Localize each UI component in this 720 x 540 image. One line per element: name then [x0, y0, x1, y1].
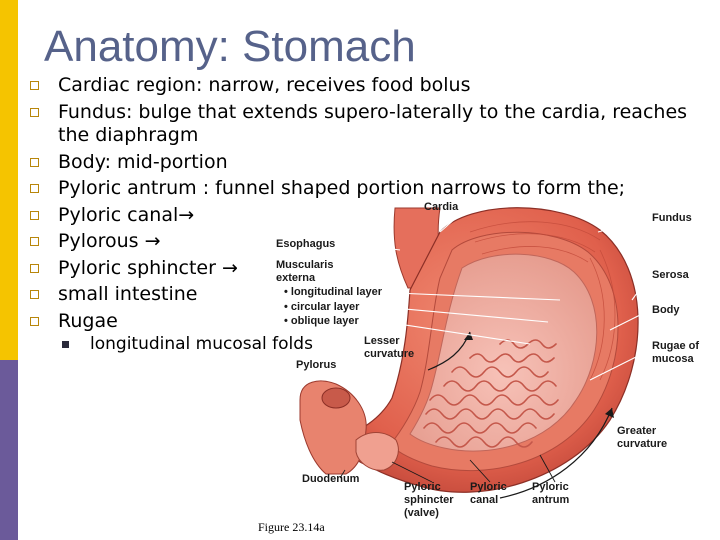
- label-serosa: Serosa: [652, 269, 690, 281]
- label-greater-curvature-1: Greater: [617, 425, 657, 437]
- label-lesser-curvature-1: Lesser: [364, 335, 400, 347]
- bullet-box-icon: [30, 184, 39, 193]
- arrowhead-icon: [464, 332, 473, 340]
- square-bullet-icon: [62, 341, 69, 348]
- label-muscularis: Muscularis: [276, 259, 333, 271]
- label-pointers: [339, 454, 556, 483]
- label-oblique-layer: • oblique layer: [284, 315, 359, 327]
- label-pyloric-canal-2: canal: [470, 494, 498, 506]
- label-longitudinal-layer: • longitudinal layer: [284, 286, 383, 298]
- arrowhead-icon: [605, 408, 614, 418]
- label-pyloric-canal-1: Pyloric: [470, 481, 507, 493]
- bullet-item: Fundus: bulge that extends supero-latera…: [30, 101, 710, 148]
- label-pyloric-sphincter-1: Pyloric: [404, 481, 441, 493]
- accent-bar-yellow: [0, 0, 18, 360]
- pyloric-sphincter-shape: [355, 432, 399, 471]
- bullet-item: Cardiac region: narrow, receives food bo…: [30, 74, 710, 98]
- label-pyloric-sphincter-2: sphincter: [404, 494, 454, 506]
- bullet-box-icon: [30, 81, 39, 90]
- pylorus-opening: [321, 387, 351, 409]
- label-body: Body: [652, 304, 680, 316]
- muscle-fibers: [469, 221, 616, 381]
- label-rugae-2: mucosa: [652, 353, 694, 365]
- label-externa: externa: [276, 272, 316, 284]
- bullet-item: Rugae: [30, 310, 710, 334]
- bullet-item: Pyloric antrum : funnel shaped portion n…: [30, 177, 710, 201]
- label-pyloric-sphincter-3: (valve): [404, 507, 439, 519]
- duodenum-shape: [299, 380, 367, 475]
- label-greater-curvature-2: curvature: [617, 438, 667, 450]
- bullet-item: Pyloric sphincter →: [30, 257, 710, 281]
- bullet-box-icon: [30, 290, 39, 299]
- label-pylorus: Pylorus: [296, 359, 336, 371]
- bullet-item: small intestine: [30, 283, 710, 307]
- stomach-figure: Cardia Fundus Esophagus Muscularis exter…: [276, 201, 699, 519]
- label-rugae-1: Rugae of: [652, 340, 699, 352]
- leader-lines: [342, 211, 651, 401]
- label-pyloric-antrum-2: antrum: [532, 494, 570, 506]
- label-fundus: Fundus: [652, 212, 692, 224]
- stomach-mucosa: [409, 253, 598, 452]
- label-pyloric-antrum-1: Pyloric: [532, 481, 569, 493]
- accent-bar-purple: [0, 360, 18, 540]
- bullet-item: Body: mid-portion: [30, 151, 710, 175]
- label-circular-layer: • circular layer: [284, 301, 360, 313]
- greater-curvature-arrow: [499, 407, 613, 499]
- label-lesser-curvature-2: curvature: [364, 348, 414, 360]
- bullet-box-icon: [30, 210, 39, 220]
- rugae-folds: [423, 339, 559, 448]
- label-duodenum: Duodenum: [302, 473, 360, 485]
- label-esophagus: Esophagus: [276, 238, 335, 250]
- bullet-box-icon: [30, 107, 39, 117]
- bullet-box-icon: [30, 263, 39, 273]
- bullet-box-icon: [30, 237, 39, 246]
- bullet-item: Pyloric canal→: [30, 204, 710, 228]
- bullet-box-icon: [30, 157, 39, 167]
- sub-bullet: longitudinal mucosal folds: [62, 334, 320, 355]
- bullet-item: Pylorous →: [30, 230, 710, 254]
- slide-title: Anatomy: Stomach: [44, 22, 416, 71]
- bullet-box-icon: [30, 316, 39, 326]
- bullet-list: Cardiac region: narrow, receives food bo…: [30, 74, 710, 336]
- figure-caption: Figure 23.14a: [258, 520, 325, 534]
- label-cardia: Cardia: [424, 201, 459, 213]
